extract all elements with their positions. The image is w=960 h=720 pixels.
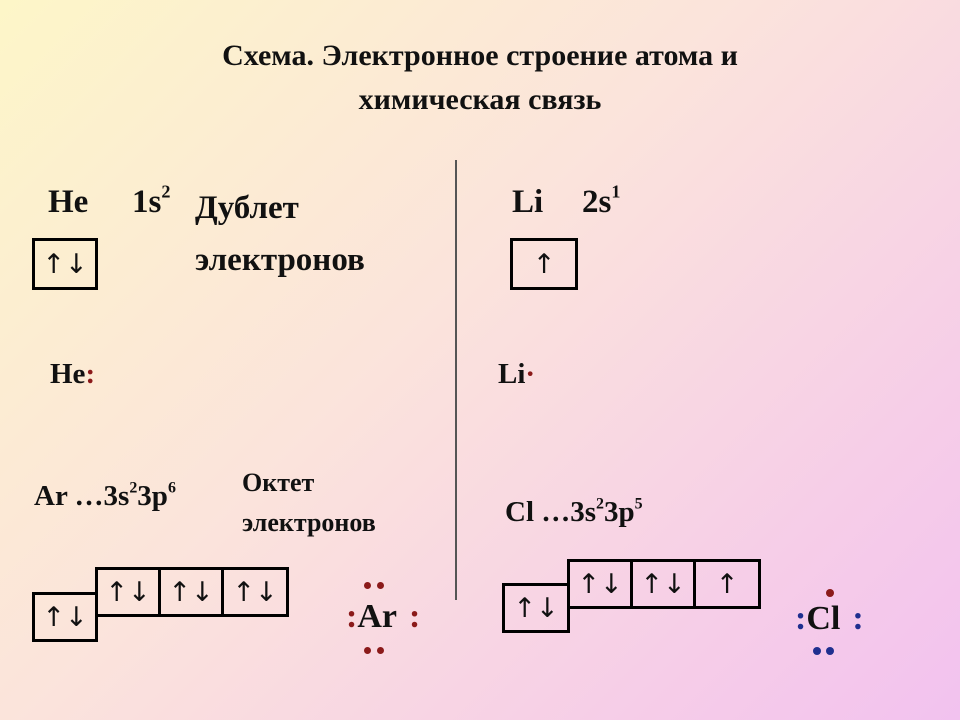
cl-p-orbital-box: ↑↓: [630, 559, 696, 609]
ar-top-dot: [377, 582, 384, 589]
li-lewis: Li·: [498, 358, 536, 390]
li-config: 2s1: [582, 181, 621, 220]
he-lewis: He:: [50, 358, 96, 390]
ar-label-line-1: Октет: [242, 468, 315, 497]
title-line-2: химическая связь: [358, 83, 602, 116]
he-symbol: He: [48, 184, 89, 220]
cl-top-dot: [826, 589, 834, 597]
ar-lewis: :Ar:: [346, 598, 421, 635]
ar-p-orbital-box: ↑↓: [95, 567, 161, 617]
cl-p-orbital-box: ↑: [693, 559, 761, 609]
ar-config: Ar …3s23p6: [34, 479, 176, 512]
li-symbol: Li: [512, 184, 544, 220]
cl-config: Cl …3s23p5: [505, 495, 643, 528]
he-orbital-box: ↑↓: [32, 238, 98, 290]
he-label-line-1: Дублет: [195, 190, 299, 226]
title-line-1: Схема. Электронное строение атома и: [222, 39, 738, 72]
ar-bottom-dot: [377, 647, 384, 654]
ar-label-line-2: электронов: [242, 508, 376, 537]
cl-lewis: :Cl:: [795, 600, 864, 637]
he-config: 1s2: [132, 181, 171, 220]
cl-s-orbital-box: ↑↓: [502, 583, 570, 633]
ar-p-orbital-box: ↑↓: [158, 567, 224, 617]
he-label-line-2: электронов: [195, 242, 365, 278]
cl-bottom-dot: [826, 647, 834, 655]
ar-p-orbital-box: ↑↓: [221, 567, 289, 617]
ar-top-dot: [364, 582, 371, 589]
li-orbital-box: ↑: [510, 238, 578, 290]
column-divider: [455, 160, 457, 600]
cl-p-orbital-box: ↑↓: [567, 559, 633, 609]
ar-bottom-dot: [364, 647, 371, 654]
ar-s-orbital-box: ↑↓: [32, 592, 98, 642]
cl-bottom-dot: [813, 647, 821, 655]
